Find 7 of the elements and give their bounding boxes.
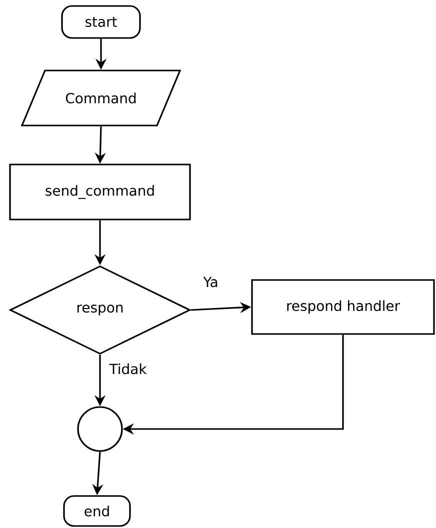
edge-label: Ya bbox=[202, 276, 220, 288]
terminal-pill: end bbox=[63, 495, 131, 527]
terminal-pill: start bbox=[61, 5, 141, 39]
connector-circle bbox=[77, 406, 123, 452]
edge-label: Tidak bbox=[108, 362, 148, 376]
process-box: respond handler bbox=[251, 279, 435, 335]
process-box: send_command bbox=[9, 164, 191, 220]
